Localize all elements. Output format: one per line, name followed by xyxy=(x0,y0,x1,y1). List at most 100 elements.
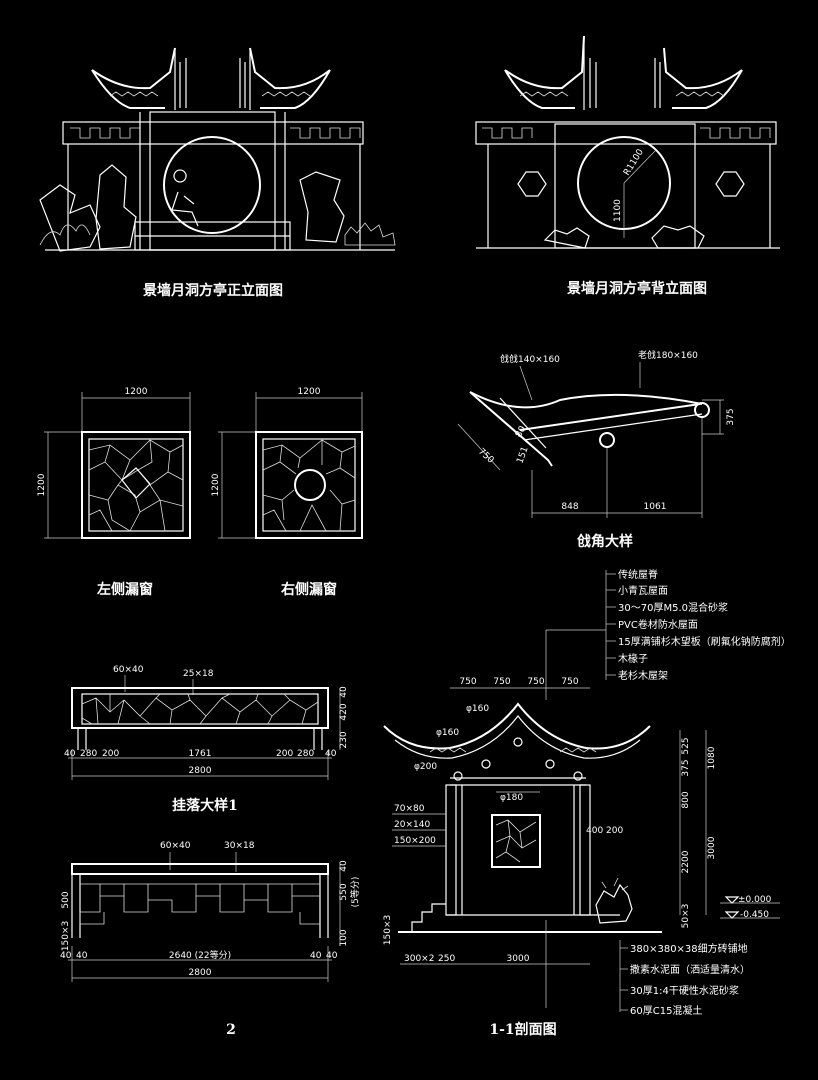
hanging-detail-2-title: 2 xyxy=(226,1022,236,1038)
h1-h420: 420 xyxy=(339,703,349,720)
sec-level-450: -0.450 xyxy=(740,910,769,920)
sec-b300x2: 300×2 xyxy=(404,954,434,964)
h2-equal-note: (5等分) xyxy=(349,877,361,908)
h1-d280b: 280 xyxy=(297,749,314,759)
h2-top-beam xyxy=(71,863,329,875)
h1-d200b: 200 xyxy=(276,749,293,759)
right-window-frame xyxy=(255,431,363,539)
sec-phi160b: φ160 xyxy=(436,728,459,738)
sec-c400: 400 xyxy=(586,826,603,836)
h1-d40a: 40 xyxy=(64,749,76,759)
h1-d1761: 1761 xyxy=(189,749,212,759)
eave-corner-detail: 戗戗140×160 老戗180×160 750 80 151 375 848 1… xyxy=(457,349,736,550)
left-window-frame xyxy=(81,431,191,539)
h1-h230: 230 xyxy=(339,731,349,748)
back-elevation: R1100 1100 景墙月洞方亭背立面图 xyxy=(475,35,780,297)
rock-right xyxy=(299,171,345,243)
front-moon-gate xyxy=(163,136,261,234)
sec-top-750-1: 750 xyxy=(459,677,476,687)
eave-post-right xyxy=(694,402,710,418)
section-roof-outer xyxy=(383,702,651,750)
h1-total: 2800 xyxy=(189,766,212,776)
sec-phi180: φ180 xyxy=(500,793,523,803)
sec-m20x140: 20×140 xyxy=(394,820,430,830)
left-window-title: 左侧漏窗 xyxy=(96,581,153,598)
sec-b3000: 3000 xyxy=(507,954,530,964)
sec-c200: 200 xyxy=(606,826,623,836)
section-1-1: 传统屋脊 小青瓦屋面 30～70厚M5.0混合砂浆 PVC卷材防水屋面 15厚满… xyxy=(383,568,791,1038)
h2-h40: 40 xyxy=(339,860,349,872)
h2-d40c: 40 xyxy=(310,951,322,961)
sec-m70x80: 70×80 xyxy=(394,804,425,814)
eave-dim-375: 375 xyxy=(726,408,736,425)
roof-note-6: 老杉木屋架 xyxy=(618,669,668,682)
h2-d40a: 40 xyxy=(60,951,72,961)
h1-d200a: 200 xyxy=(102,749,119,759)
floor-note-0: 380×380×38细方砖铺地 xyxy=(630,942,748,955)
eave-dim-151: 151 xyxy=(515,445,530,465)
section-title: 1-1剖面图 xyxy=(489,1021,556,1038)
section-plant xyxy=(595,883,633,924)
eave-upper-curve xyxy=(469,391,703,409)
front-cornice xyxy=(62,121,364,145)
floor-note-1: 撒素水泥面（洒适量清水） xyxy=(630,963,750,976)
eave-dim-848: 848 xyxy=(561,502,578,512)
h2-d2640: 2640 (22等分) xyxy=(169,949,231,961)
front-elevation: 景墙月洞方亭正立面图 xyxy=(39,47,396,299)
roof-note-3: PVC卷材防水屋面 xyxy=(618,618,698,631)
right-window-width: 1200 xyxy=(298,387,321,397)
h2-d40d: 40 xyxy=(326,951,338,961)
sec-m150x200: 150×200 xyxy=(394,836,436,846)
sec-top-750-4: 750 xyxy=(561,677,578,687)
sec-r3000: 3000 xyxy=(707,836,717,859)
sec-top-750-2: 750 xyxy=(493,677,510,687)
floor-note-3: 60厚C15混凝土 xyxy=(630,1004,702,1017)
moon-height-label: 1100 xyxy=(613,199,623,222)
sec-r375: 375 xyxy=(681,759,691,776)
eave-dim-1061: 1061 xyxy=(644,502,667,512)
h1-frame xyxy=(71,687,329,729)
roof-note-0: 传统屋脊 xyxy=(618,568,658,581)
sec-phi200: φ200 xyxy=(414,762,437,772)
roof-right-wing xyxy=(249,47,331,109)
sec-level-0: ±0.000 xyxy=(738,895,772,905)
section-steps xyxy=(411,903,446,932)
right-window: 1200 1200 右侧漏窗 xyxy=(211,387,363,598)
back-elevation-title: 景墙月洞方亭背立面图 xyxy=(567,280,707,297)
eave-dim-750: 750 xyxy=(476,447,496,466)
h2-d40b: 40 xyxy=(76,951,88,961)
sec-top-750-3: 750 xyxy=(527,677,544,687)
eave-corner-title: 戗角大样 xyxy=(577,533,633,550)
floor-notes: 380×380×38细方砖铺地 撒素水泥面（洒适量清水） 30厚1:4干硬性水泥… xyxy=(620,942,750,1017)
h2-h550: 550 xyxy=(339,883,349,900)
section-lattice-window xyxy=(491,814,541,868)
h2-total: 2800 xyxy=(189,968,212,978)
right-window-height: 1200 xyxy=(211,473,221,496)
h2-lattice-size: 30×18 xyxy=(224,841,255,851)
sec-phi160a: φ160 xyxy=(466,704,489,714)
h1-d280a: 280 xyxy=(80,749,97,759)
hex-window-left xyxy=(517,171,547,197)
hex-window-right xyxy=(715,171,745,197)
rock-left xyxy=(39,184,101,252)
left-window-height: 1200 xyxy=(37,473,47,496)
h2-h100: 100 xyxy=(339,929,349,946)
right-window-circle xyxy=(294,469,326,501)
hanging-detail-1: 60×40 25×18 40 420 230 40 280 200 1761 2… xyxy=(64,665,349,814)
front-elevation-title: 景墙月洞方亭正立面图 xyxy=(143,282,283,299)
eave-member-right: 老戗180×160 xyxy=(638,349,698,361)
roof-note-1: 小青瓦屋面 xyxy=(618,584,668,597)
sec-l150x3: 150×3 xyxy=(383,915,393,945)
floor-note-2: 30厚1:4干硬性水泥砂浆 xyxy=(630,984,739,997)
sec-r50x3: 50×3 xyxy=(681,904,691,929)
eave-member-left: 戗戗140×160 xyxy=(500,353,560,365)
right-window-title: 右侧漏窗 xyxy=(280,581,337,598)
roof-note-4: 15厚满铺杉木望板（刷氟化钠防腐剂） xyxy=(618,635,791,648)
hanging-detail-2: 60×40 30×18 40 550 (5等分) 100 500 150×3 4… xyxy=(60,841,361,1038)
sec-r800: 800 xyxy=(681,791,691,808)
eave-post-mid xyxy=(599,432,615,448)
left-window-width: 1200 xyxy=(125,387,148,397)
h2-h500: 500 xyxy=(61,891,71,908)
h2-h150x3: 150×3 xyxy=(61,921,71,951)
